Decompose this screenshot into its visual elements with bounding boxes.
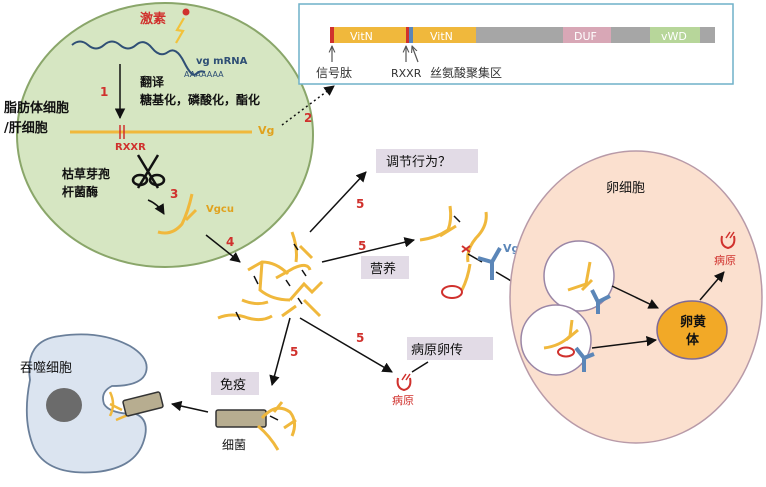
vwd-label: vWD (661, 30, 687, 43)
domain-zoom-arrow (281, 85, 335, 126)
fat-cell-label-line2: /肝细胞 (4, 120, 48, 136)
vitn-label-1: VitN (350, 30, 373, 43)
rxxr-domain-label: RXXR (391, 67, 422, 80)
step-5-nutrition: 5 (358, 239, 366, 253)
vg-receptor (477, 247, 502, 280)
immunity-label: 免疫 (220, 377, 246, 393)
immunity-box (211, 372, 259, 395)
vitn-domain-2 (413, 27, 476, 43)
pathogen-oocyte-icon (720, 231, 736, 250)
vitn-label-2: VitN (430, 30, 453, 43)
nutrition-box (361, 256, 409, 279)
hormone-signal: 激素 (140, 8, 190, 44)
pathogen-free-label: 病原 (392, 393, 414, 407)
pathogen-bound-icon (461, 245, 471, 253)
yolk-body (656, 300, 728, 360)
domain-structure-panel: VitN VitN DUF vWD 信号肽 RXXR 丝氨酸聚集区 (298, 3, 734, 85)
engulfed-bacterium (122, 391, 164, 417)
pathogen-transmission-label: 病原卵传 (411, 343, 463, 358)
signal-peptide-label: 信号肽 (316, 65, 352, 80)
vg-label: Vg (258, 124, 274, 137)
step-5-behavior: 5 (356, 197, 364, 211)
enzyme-label-line2: 杆菌酶 (62, 184, 98, 199)
immunity-arrow (269, 317, 291, 387)
rxxr-segment (406, 27, 409, 43)
pathogen-transmission-box (407, 337, 493, 360)
fat-cell-label-line1: 脂肪体细胞 (3, 100, 69, 116)
step-3: 3 (170, 187, 178, 201)
pathogen-arrow (299, 317, 393, 373)
hormone-label: 激素 (140, 11, 166, 27)
rxxr-label: RXXR (115, 142, 146, 153)
yolk-label-line1: 卵黄 (680, 314, 706, 330)
internalized-pathogen-icon (557, 346, 575, 358)
bacterium-complex: 细菌 (215, 401, 297, 452)
endosome-1 (543, 240, 615, 312)
to-yolk-arrow-1 (611, 285, 659, 309)
phagocyte: 吞噬细胞 (20, 333, 164, 474)
duf-label: DUF (574, 30, 597, 43)
hormone-dot (182, 8, 190, 16)
behavior-label: 调节行为？ (386, 155, 451, 170)
cleavage-arrow (147, 199, 165, 215)
pathogen-ring-icon (441, 285, 463, 299)
yolk-label-line2: 体 (686, 332, 700, 348)
pathogen-link (411, 361, 429, 373)
secreted-vg-cluster (217, 231, 324, 322)
bacterium (215, 409, 267, 428)
mrna-label: vg mRNA (196, 56, 248, 67)
polyserine-label: 丝氨酸聚集区 (430, 65, 502, 80)
pathogen-oocyte-label: 病原 (714, 253, 736, 267)
vg-mrna: vg mRNA AAAAAAA (71, 40, 248, 79)
modification-label: 糖基化，磷酸化，酯化 (140, 92, 260, 107)
nucleus (46, 388, 82, 422)
vitn-domain-1 (334, 27, 406, 43)
oocyte: 卵细胞 卵黄 体 病原 (509, 150, 763, 444)
step-4: 4 (226, 235, 234, 249)
vgcu-protein: Vgcu (157, 193, 234, 235)
vwd-domain (650, 27, 700, 43)
release-arrow (699, 271, 725, 301)
step-5-pathogen: 5 (356, 331, 364, 345)
to-yolk-arrow-2 (591, 335, 658, 349)
polyserine-segment (409, 27, 413, 43)
step-5-immunity: 5 (290, 345, 298, 359)
phagocytosis-arrow (170, 400, 209, 413)
bacterium-label: 细菌 (222, 438, 246, 452)
endosome-2 (520, 304, 592, 376)
translation-label: 翻译 (140, 74, 165, 89)
nutrition-arrow (321, 237, 416, 263)
phagocyte-label: 吞噬细胞 (20, 361, 72, 376)
secretion-arrow (205, 234, 241, 263)
polyA-label: AAAAAAA (184, 70, 224, 79)
step-1: 1 (100, 85, 108, 99)
enzyme-label-line1: 枯草芽孢 (62, 166, 110, 181)
lightning-icon (175, 17, 185, 44)
behavior-box (376, 149, 478, 173)
polyserine-pointer (412, 46, 419, 63)
signal-peptide-segment (330, 27, 334, 43)
scissors-icon (131, 154, 166, 189)
nutrition-label: 营养 (370, 261, 396, 277)
pathogen-free-icon (396, 373, 412, 392)
oocyte-label: 卵细胞 (606, 181, 645, 196)
step-2: 2 (304, 111, 312, 125)
fat-body-cell (16, 2, 314, 268)
duf-domain (563, 27, 611, 43)
behavior-arrow (309, 171, 367, 233)
vgcu-label: Vgcu (206, 204, 234, 215)
